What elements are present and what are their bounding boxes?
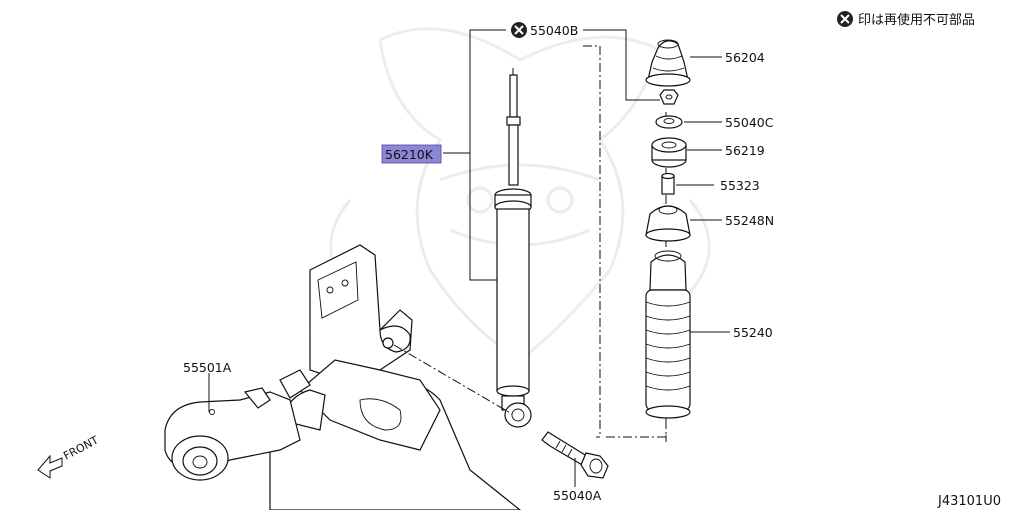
arm-bushing-55501A[interactable]	[164, 369, 311, 481]
figure-code: J43101U0	[937, 494, 1001, 509]
shock-absorber-56210K[interactable]	[494, 68, 532, 428]
label-55248N: 55248N	[725, 213, 774, 228]
label-55240: 55240	[733, 325, 773, 340]
label-55040A: 55040A	[553, 488, 602, 503]
label-56210K[interactable]: 56210K	[385, 147, 434, 162]
label-56219: 56219	[725, 143, 765, 158]
label-56210K-highlight[interactable]	[381, 144, 442, 164]
label-55040B: 55040B	[530, 23, 578, 38]
mount-56204[interactable]	[645, 39, 691, 87]
bolt-55040A[interactable]	[541, 431, 609, 479]
label-55323: 55323	[720, 178, 760, 193]
label-55501A: 55501A	[183, 360, 232, 375]
front-arrow	[37, 454, 63, 479]
suspension-member[interactable]	[269, 244, 521, 510]
washer-55040C[interactable]	[655, 115, 683, 129]
bushing-56219[interactable]	[651, 137, 687, 168]
bump-stop-55240[interactable]	[645, 250, 691, 419]
reuse-legend: 印は再使用不可部品	[837, 11, 975, 28]
legend-text: 印は再使用不可部品	[858, 12, 975, 28]
label-56204: 56204	[725, 50, 765, 65]
front-label: FRONT	[61, 433, 101, 462]
collar-55323[interactable]	[661, 172, 675, 195]
seat-55248N[interactable]	[645, 205, 691, 242]
nut-55040B[interactable]	[659, 89, 679, 105]
label-55040C: 55040C	[725, 115, 774, 130]
